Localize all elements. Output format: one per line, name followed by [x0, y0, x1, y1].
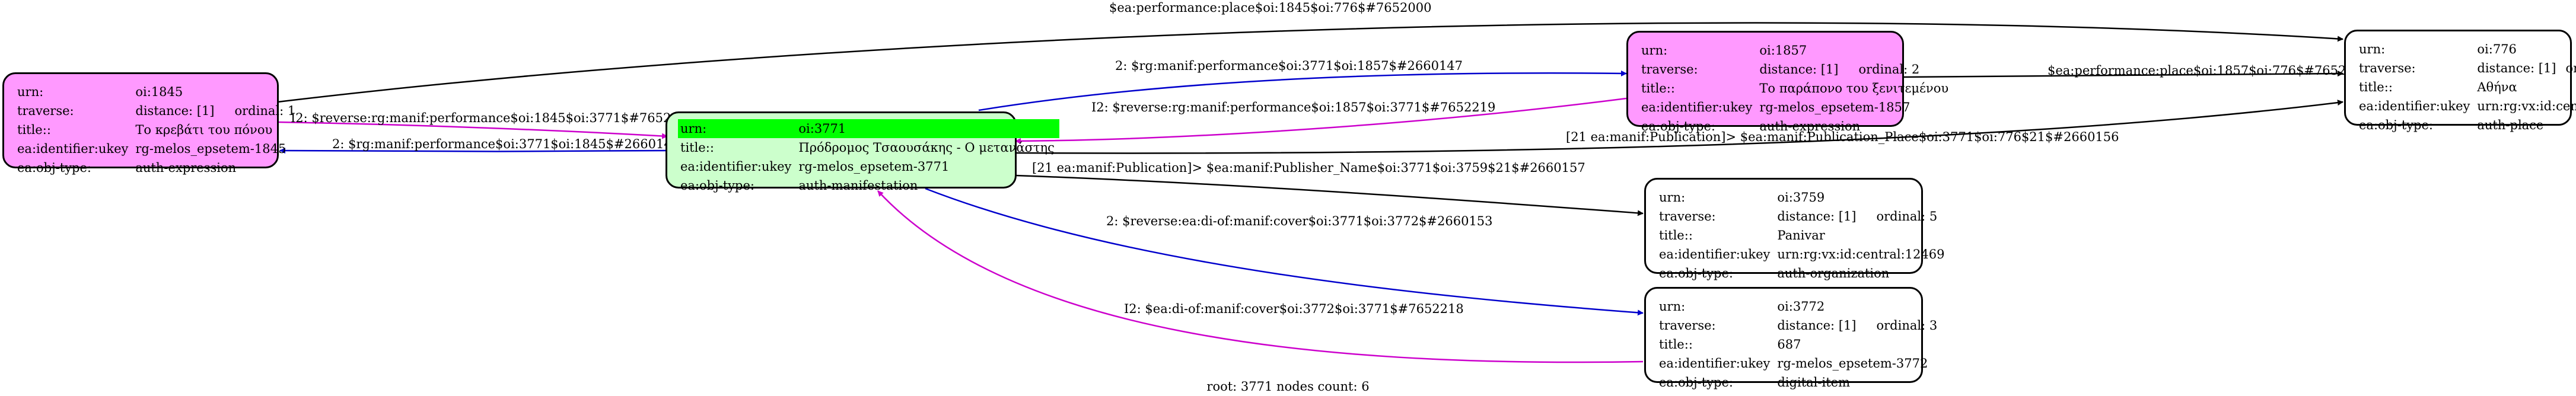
type-value: digital-item: [1777, 375, 1850, 389]
edge-1857-to-3771: [1015, 97, 1627, 144]
type-label: ea:obj-type:: [1641, 119, 1715, 133]
urn-label: urn:: [2359, 42, 2386, 56]
distance-value: distance: [1]: [1777, 318, 1857, 333]
edge-1857-to-776: [1902, 71, 2343, 78]
traverse-label: traverse:: [1659, 318, 1716, 333]
ordinal-value: ordinal: 2: [1858, 62, 1920, 76]
traverse-label: traverse:: [2359, 61, 2416, 75]
edge-3771-to-3772: [925, 187, 1644, 316]
node-oi-3771-root[interactable]: urn:oi:3771 title::Πρόδρομος Τσαουσάκης …: [666, 111, 1059, 193]
title-value: Πρόδρομος Τσαουσάκης - Ο μετανάστης: [798, 140, 1055, 155]
distance-value: distance: [1]: [2477, 61, 2556, 75]
type-value: auth-place: [2477, 118, 2544, 132]
ordinal-value: ordinal: 5: [1876, 209, 1938, 223]
edge-3771-to-3759: [1015, 174, 1644, 216]
distance-value: distance: [1]: [1777, 209, 1857, 223]
ordinal-value: ordinal: 4: [2565, 61, 2576, 75]
ukey-value: urn:rg:vx:id:central:12469: [1777, 247, 1945, 261]
ukey-value: rg-melos_epsetem-1845: [135, 142, 286, 156]
urn-value: oi:1857: [1759, 43, 1807, 58]
type-label: ea:obj-type:: [1659, 375, 1733, 389]
type-value: auth-expression: [1759, 119, 1861, 133]
edge-label-3771-to-1845: 2: $rg:manif:performance$oi:3771$oi:1845…: [332, 137, 680, 151]
title-value: 687: [1777, 337, 1801, 352]
ukey-value: rg-melos_epsetem-3771: [798, 159, 950, 174]
ukey-label: ea:identifier:ukey: [680, 159, 792, 174]
edge-label-3771-to-3772: 2: $reverse:ea:di-of:manif:cover$oi:3771…: [1106, 214, 1493, 228]
ukey-value: rg-melos_epsetem-3772: [1777, 356, 1928, 371]
urn-value: oi:3759: [1777, 190, 1825, 205]
type-label: ea:obj-type:: [2359, 118, 2433, 132]
traverse-label: traverse:: [1641, 62, 1698, 76]
type-value: auth-manifestation: [798, 178, 918, 193]
edge-3772-to-3771: [877, 190, 1644, 363]
graph-footer: root: 3771 nodes count: 6: [1206, 379, 1370, 394]
title-label: title::: [1641, 81, 1675, 95]
edge-3771-to-1857: [978, 70, 1627, 111]
node-oi-3772[interactable]: urn: oi:3772 traverse: distance: [1] ordina…: [1644, 287, 1937, 389]
title-label: title::: [680, 140, 714, 155]
urn-label: urn:: [1659, 190, 1686, 205]
urn-label: urn:: [678, 119, 797, 138]
edge-1845-to-3771: [277, 121, 668, 139]
edge-label-1845-to-776: $ea:performance:place$oi:1845$oi:776$#76…: [1109, 1, 1431, 15]
edge-label-1857-to-3771: I2: $reverse:rg:manif:performance$oi:185…: [1091, 100, 1495, 114]
title-label: title::: [2359, 80, 2393, 94]
node-oi-1845[interactable]: urn: oi:1845 traverse: distance: [1] ordina…: [2, 72, 295, 175]
type-label: ea:obj-type:: [680, 178, 754, 193]
title-value: Panivar: [1777, 228, 1825, 242]
edge-label-3771-to-3759: [21 ea:manif:Publication]> $ea:manif:Pub…: [1032, 161, 1585, 175]
edge-label-3771-to-1857: 2: $rg:manif:performance$oi:3771$oi:1857…: [1115, 59, 1463, 73]
node-oi-776[interactable]: urn: oi:776 traverse: distance: [1] ordinal…: [2344, 30, 2576, 132]
urn-label: urn:: [1659, 299, 1686, 314]
edge-label-3771-to-776: [21 ea:manif:Publication]> $ea:manif:Pub…: [1566, 130, 2119, 144]
type-label: ea:obj-type:: [17, 161, 91, 175]
edge-3771-to-776: [1015, 100, 2343, 154]
distance-value: distance: [1]: [135, 104, 215, 118]
edge-1845-to-776: [277, 22, 2343, 103]
ukey-value: rg-melos_epsetem-1857: [1759, 100, 1910, 114]
title-value: Το παράπονο του ξενιτεμένου: [1759, 81, 1949, 95]
node-oi-1857[interactable]: urn: oi:1857 traverse: distance: [1] ordina…: [1626, 31, 1948, 133]
ordinal-value: ordinal: 3: [1876, 318, 1938, 333]
ukey-value: urn:rg:vx:id:central:216: [2477, 99, 2576, 113]
type-value: auth-organization: [1777, 266, 1890, 280]
node-oi-3759[interactable]: urn: oi:3759 traverse: distance: [1] ordina…: [1644, 178, 1944, 280]
urn-value: oi:3771: [796, 119, 1059, 138]
urn-value: oi:1845: [135, 85, 183, 99]
title-label: title::: [1659, 228, 1693, 242]
type-label: ea:obj-type:: [1659, 266, 1733, 280]
type-value: auth-expression: [135, 161, 237, 175]
ukey-label: ea:identifier:ukey: [1659, 247, 1771, 261]
edge-label-3772-to-3771: I2: $ea:di-of:manif:cover$oi:3772$oi:377…: [1124, 302, 1464, 316]
title-label: title::: [17, 123, 51, 137]
ukey-label: ea:identifier:ukey: [1659, 356, 1771, 371]
distance-value: distance: [1]: [1759, 62, 1839, 76]
traverse-label: traverse:: [1659, 209, 1716, 223]
title-label: title::: [1659, 337, 1693, 352]
title-value: Το κρεβάτι του πόνου: [135, 123, 273, 137]
title-value: Αθήνα: [2477, 80, 2517, 94]
ukey-label: ea:identifier:ukey: [17, 142, 129, 156]
edge-label-1857-to-776: $ea:performance:place$oi:1857$oi:776$#76…: [2048, 63, 2370, 78]
urn-value: oi:3772: [1777, 299, 1825, 314]
urn-value: oi:776: [2477, 42, 2517, 56]
traverse-label: traverse:: [17, 104, 74, 118]
urn-label: urn:: [1641, 43, 1668, 58]
ukey-label: ea:identifier:ukey: [1641, 100, 1753, 114]
edge-label-1845-to-3771: I2: $reverse:rg:manif:performance$oi:184…: [291, 111, 695, 125]
ordinal-value: ordinal: 1: [234, 104, 296, 118]
edge-3771-to-1845: [279, 148, 666, 154]
ukey-label: ea:identifier:ukey: [2359, 99, 2470, 113]
urn-label: urn:: [17, 85, 44, 99]
